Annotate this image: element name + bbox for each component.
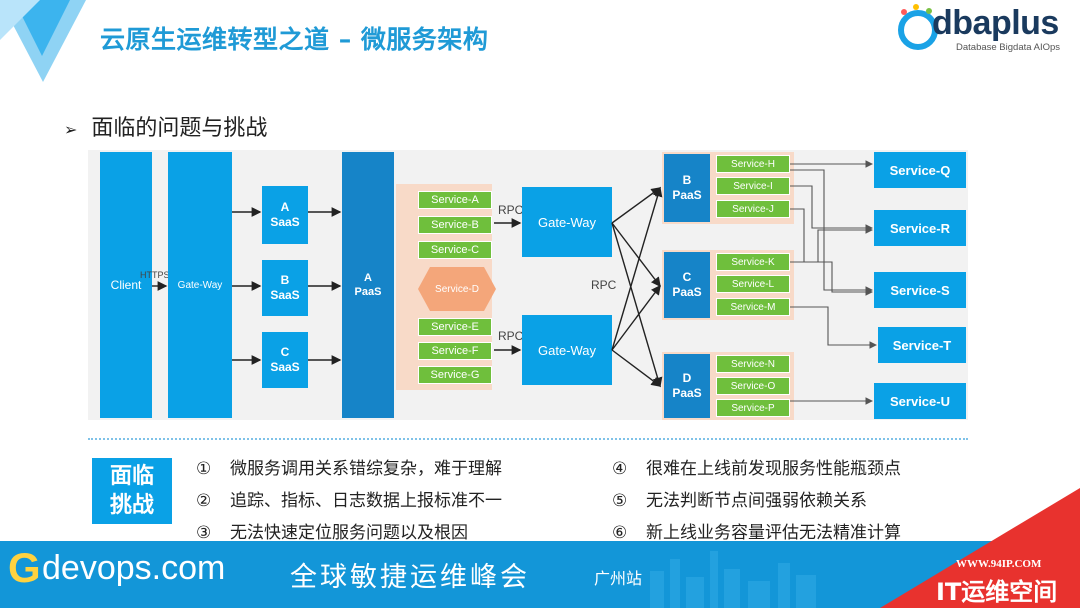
watermark-badge <box>880 488 1080 608</box>
page-title: 云原生运维转型之道 – 微服务架构 <box>100 25 489 54</box>
service-e-box: Service-E <box>418 318 492 336</box>
subtitle-text: 面临的问题与挑战 <box>91 116 268 141</box>
challenges-badge: 面临 挑战 <box>92 458 172 524</box>
service-s-box: Service-S <box>874 272 966 308</box>
service-t-box: Service-T <box>878 327 966 363</box>
service-f-box: Service-F <box>418 342 492 360</box>
client-box: Client <box>100 152 152 418</box>
watermark-text: IT运维空间 <box>936 578 1058 606</box>
brand-subtitle: Database Bigdata AIOps <box>956 42 1061 53</box>
rpc-label-top: RPC <box>498 203 524 217</box>
service-u-box: Service-U <box>874 383 966 419</box>
service-m-box: Service-M <box>716 298 790 316</box>
rpc-label-middle: RPC <box>591 278 617 292</box>
service-d-label: Service-D <box>435 283 479 295</box>
dotted-divider <box>88 438 968 440</box>
service-j-box: Service-J <box>716 200 790 218</box>
service-n-box: Service-N <box>716 355 790 373</box>
rpc-label-bottom: RPC <box>498 329 524 343</box>
service-g-box: Service-G <box>418 366 492 384</box>
service-o-box: Service-O <box>716 377 790 395</box>
service-b-box: Service-B <box>418 216 492 234</box>
service-a-box: Service-A <box>418 191 492 209</box>
footer-city: 广州站 <box>594 569 643 588</box>
logo-triangle-icon <box>0 0 86 82</box>
watermark-url: WWW.94IP.COM <box>956 558 1042 570</box>
service-q-box: Service-Q <box>874 152 966 188</box>
service-d-hexagon <box>418 267 496 311</box>
dbaplus-logo: dbaplus Database Bigdata AIOps <box>896 2 1076 58</box>
footer-devops: devops.com <box>42 549 226 587</box>
arrow-bullet-icon: ➢ <box>64 120 78 139</box>
footer-g-letter: G <box>8 544 41 591</box>
section-subtitle: ➢ 面临的问题与挑战 <box>64 110 267 142</box>
diagram-connectors <box>152 160 878 405</box>
brand-word: dbaplus <box>932 4 1059 42</box>
service-h-box: Service-H <box>716 155 790 173</box>
gateway-bottom-box: Gate-Way <box>522 315 612 385</box>
service-c-box: Service-C <box>418 241 492 259</box>
service-k-box: Service-K <box>716 253 790 271</box>
service-l-box: Service-L <box>716 275 790 293</box>
city-skyline-icon <box>650 551 816 608</box>
https-label: HTTPS <box>140 270 170 280</box>
footer-summit-name: 全球敏捷运维峰会 <box>290 562 530 593</box>
service-r-box: Service-R <box>874 210 966 246</box>
service-i-box: Service-I <box>716 177 790 195</box>
gateway-top-box: Gate-Way <box>522 187 612 257</box>
dbaplus-logo-icon <box>898 4 938 50</box>
main-gateway-box: Gate-Way <box>168 152 232 418</box>
service-p-box: Service-P <box>716 399 790 417</box>
